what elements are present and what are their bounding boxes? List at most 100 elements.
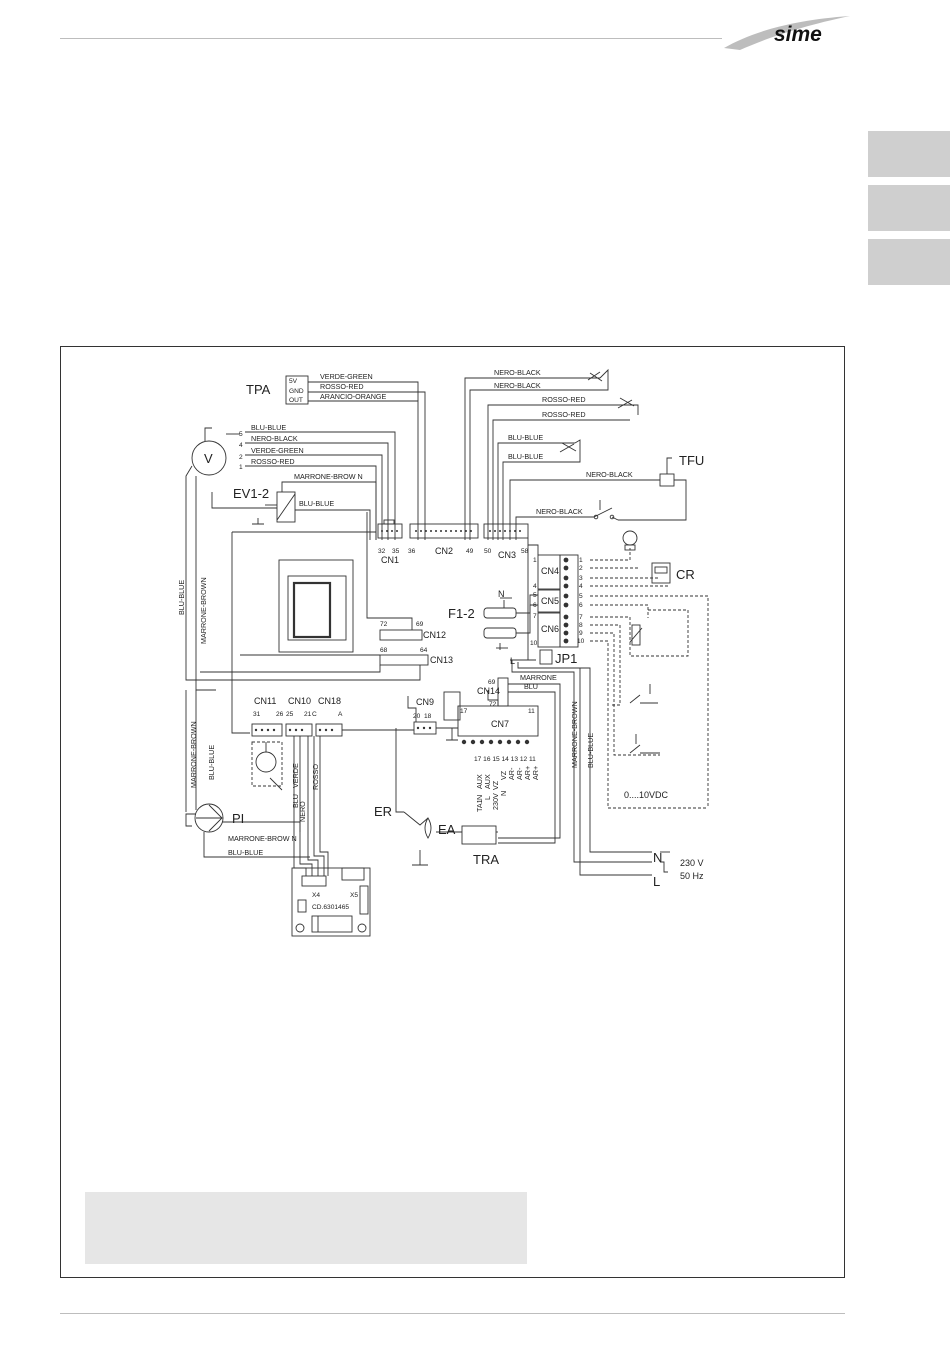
supply-voltage: 230 V [680, 858, 704, 868]
supply-n-label: N [653, 850, 662, 865]
pin-7: 7 [533, 613, 537, 620]
term-3: 3 [579, 575, 583, 582]
cn7-term-ar-plus-1: AR+ [523, 766, 532, 780]
wire-red-1: ROSSO-RED [542, 395, 586, 404]
pin-21: 21 [304, 711, 312, 718]
svg-text:sime: sime [774, 23, 822, 46]
cn7-term-ar-plus-2: AR+ [531, 766, 540, 780]
wire-pump-blue-vert: BLU-BLUE [207, 745, 216, 780]
fuse-l-label: L [510, 656, 515, 666]
fuses-label: F1-2 [448, 606, 475, 621]
cn6-label: CN6 [541, 624, 559, 634]
pin-a: A [338, 711, 343, 718]
pin-c: C [312, 711, 317, 718]
wire-fan-blue: BLU-BLUE [251, 423, 286, 432]
pin-5: 5 [533, 592, 537, 599]
wire-black-1: NERO-BLACK [494, 368, 541, 377]
term-8: 8 [579, 622, 583, 629]
wire-tfu-black: NERO-BLACK [586, 470, 633, 479]
wire-left-brown: MARRONE-BROWN [199, 577, 208, 644]
pin-49: 49 [466, 548, 474, 555]
tpa-pin-gnd: GND [289, 388, 304, 395]
pin-31: 31 [253, 711, 261, 718]
wire-x4-nero: NERO [298, 801, 307, 822]
sime-logo: sime [724, 16, 850, 50]
wire-pump-brown: MARRONE-BROW N [228, 834, 297, 843]
wire-switch-black: NERO-BLACK [536, 507, 583, 516]
pin-64: 64 [420, 647, 428, 654]
pin-69-cn14: 69 [488, 679, 496, 686]
cn9-label: CN9 [416, 697, 434, 707]
supply-l-label: L [653, 874, 660, 889]
cn7-term-n: N [475, 795, 484, 800]
side-tab-2[interactable] [868, 185, 950, 231]
vdc-label: 0....10VDC [624, 790, 669, 800]
wire-cn14-blu: BLU [524, 682, 538, 691]
x5-label: X5 [350, 892, 358, 899]
cn4-label: CN4 [541, 566, 559, 576]
tpa-label: TPA [246, 382, 271, 397]
term-2: 2 [579, 565, 583, 572]
pin-35: 35 [392, 548, 400, 555]
pin-36: 36 [408, 548, 416, 555]
side-tab-1[interactable] [868, 131, 950, 177]
wire-fan-red: ROSSO-RED [251, 457, 295, 466]
wire-pump-blue: BLU-BLUE [228, 848, 263, 857]
wire-tpa-orange: ARANCIO-ORANGE [320, 392, 386, 401]
wire-fan-black: NERO-BLACK [251, 434, 298, 443]
supply-frequency: 50 Hz [680, 871, 704, 881]
cn14-label: CN14 [477, 686, 500, 696]
cn13-label: CN13 [430, 655, 453, 665]
wire-cn14-marrone: MARRONE [520, 673, 557, 682]
cn7-term-n2: N [499, 791, 508, 796]
pin-68: 68 [380, 647, 388, 654]
wire-right-blue: BLU-BLUE [586, 733, 595, 768]
fan-label: V [204, 451, 213, 466]
side-tab-3[interactable] [868, 239, 950, 285]
footer-rule [60, 1313, 845, 1314]
cn7-term-ar-2: AR- [515, 767, 524, 780]
header-rule [60, 38, 722, 39]
term-5: 5 [579, 593, 583, 600]
pin-26: 26 [276, 711, 284, 718]
ev-label: EV1-2 [233, 486, 269, 501]
wire-blue-2: BLU-BLUE [508, 452, 543, 461]
er-label: ER [374, 804, 392, 819]
wire-tpa-green: VERDE-GREEN [320, 372, 373, 381]
cn7-term-l: L [483, 796, 492, 800]
wire-ev-brown: MARRONE-BROW N [294, 472, 363, 481]
wire-x4-verde: VERDE [291, 763, 300, 788]
wire-right-brown: MARRONE-BROWN [570, 701, 579, 768]
wire-blue-1: BLU-BLUE [508, 433, 543, 442]
pump-label: PI [232, 811, 244, 826]
cn1-label: CN1 [381, 555, 399, 565]
pin-10: 10 [530, 640, 538, 647]
pin-25: 25 [286, 711, 294, 718]
tpa-pin-5v: 5V [289, 378, 298, 385]
term-9: 9 [579, 630, 583, 637]
pin-18: 18 [424, 713, 432, 720]
wire-pump-brown-vert: MARRONE-BROWN [189, 721, 198, 788]
term-1: 1 [579, 557, 583, 564]
cn7-terminal-numbers: 17 16 15 14 13 12 11 [474, 756, 536, 763]
terminal-dots [254, 530, 569, 745]
x4-label: X4 [312, 892, 320, 899]
term-10: 10 [577, 638, 585, 645]
tpa-pin-out: OUT [289, 397, 303, 404]
cn10-label: CN10 [288, 696, 311, 706]
pin-32: 32 [378, 548, 386, 555]
pin-11: 11 [528, 708, 535, 715]
cn3-label: CN3 [498, 550, 516, 560]
pin-17: 17 [460, 708, 468, 715]
note-box [85, 1192, 527, 1264]
wire-black-2: NERO-BLACK [494, 381, 541, 390]
wire-left-blue: BLU-BLUE [177, 580, 186, 615]
jp1-label: JP1 [555, 651, 577, 666]
term-6: 6 [579, 602, 583, 609]
pin-69-cn12: 69 [416, 621, 424, 628]
board-code: CD.6301465 [312, 904, 349, 911]
fan-pin-4: 4 [239, 442, 243, 449]
wire-red-2: ROSSO-RED [542, 410, 586, 419]
wire-ev-blue: BLU-BLUE [299, 499, 334, 508]
